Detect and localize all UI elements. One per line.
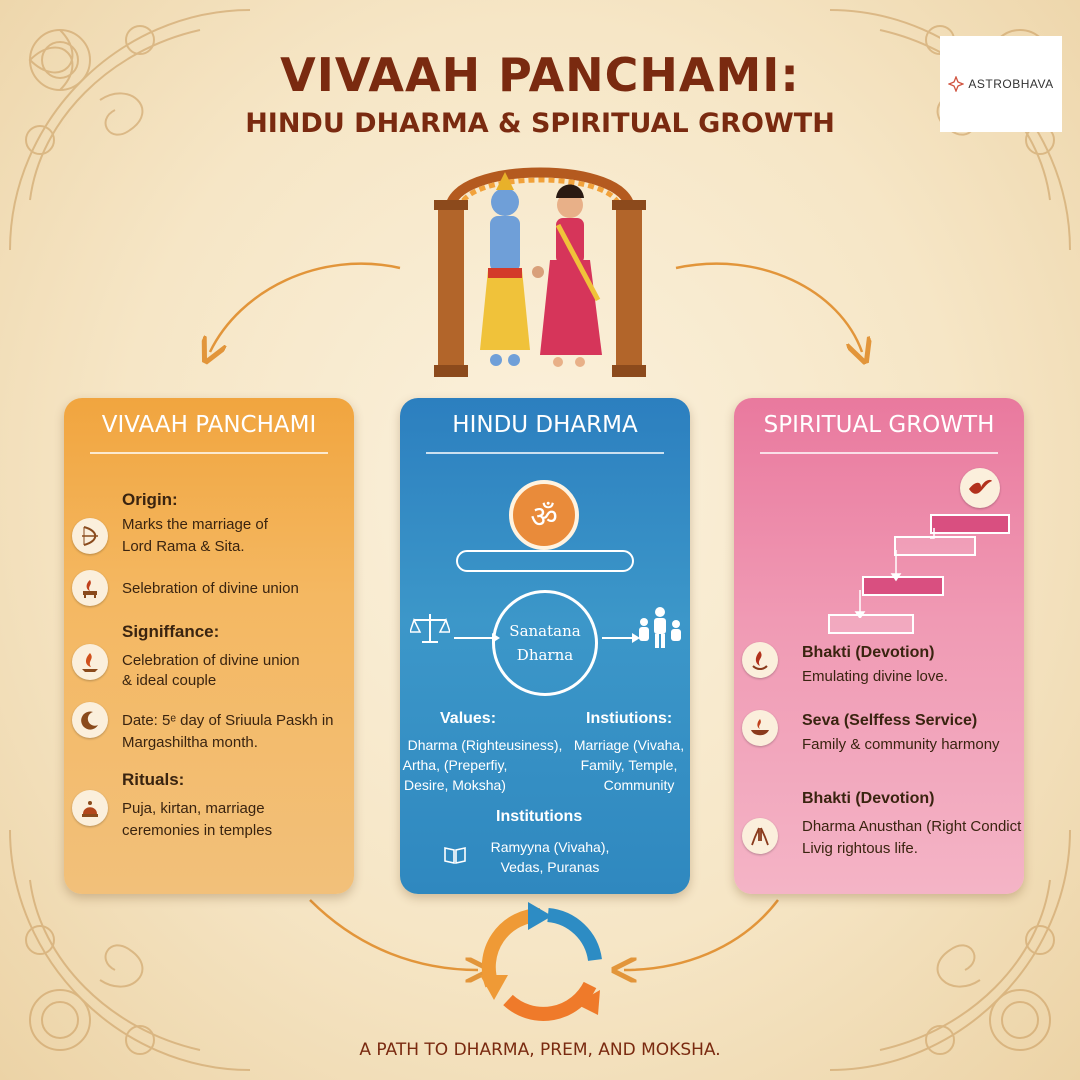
book-icon — [444, 847, 466, 864]
texts-line1: Ramyyna (Vivaha), — [490, 839, 610, 855]
celebration-text: Selebration of divine union — [122, 580, 299, 597]
panel-vivaah-panchami: VIVAAH PANCHAMI Origin: Marks the marria… — [64, 398, 354, 894]
values-line3: Desire, Moksha) — [404, 777, 506, 793]
panel-divider — [760, 452, 998, 454]
rama-sita-temple-illustration — [434, 167, 646, 377]
bhakti2-text-line2: Livig rightous life. — [802, 840, 918, 857]
arrow-top-right — [675, 262, 862, 352]
values-line2: Artha, (Preperfiy, — [402, 757, 508, 773]
bhakti2-text-line1: Dharma Anusthan (Right Condict — [802, 818, 1022, 835]
fire-altar-icon — [72, 570, 108, 606]
brand-logo[interactable]: ASTROBHAVA — [940, 36, 1062, 132]
sanatana-label: Sanatana — [509, 622, 581, 640]
arrow-top-left — [210, 262, 401, 352]
arrow-bottom-left — [309, 899, 478, 970]
corner-ornament-bottom-right — [829, 829, 1071, 1071]
rituals-text-line2: ceremonies in temples — [122, 822, 273, 839]
institutions-heading: Instiutions: — [586, 710, 673, 727]
significance-text-line1: Celebration of divine union — [122, 652, 300, 669]
bhakti-heading-2: Bhakti (Devotion) — [802, 790, 935, 807]
crescent-moon-icon — [72, 702, 108, 738]
panel-title-vivaah: VIVAAH PANCHAMI — [101, 412, 317, 438]
family-icon — [639, 607, 681, 648]
temple-bell-icon — [72, 790, 108, 826]
panel-hindu-dharma: HINDU DHARMA ॐ Sanatana Dharna Values: D… — [400, 398, 690, 894]
bhakti-heading: Bhakti (Devotion) — [802, 644, 935, 661]
corner-ornament-bottom-left — [9, 829, 251, 1071]
dharma-banner-outline — [456, 550, 634, 572]
significance-heading: Signiffance: — [122, 622, 220, 641]
bow-arrow-icon — [72, 518, 108, 554]
corner-ornament-top-left — [9, 9, 251, 251]
brand-logo-text: ASTROBHAVA — [968, 77, 1054, 91]
om-symbol-icon: ॐ — [509, 480, 579, 550]
texts-line2: Vedas, Puranas — [500, 859, 600, 875]
significance-text-line2: & ideal couple — [122, 672, 217, 689]
institutions-line3: Community — [603, 777, 675, 793]
growth-step-3 — [894, 536, 976, 556]
scales-icon — [410, 614, 450, 643]
date-text-line2: Margashiltha month. — [122, 734, 258, 751]
panel-spiritual-growth: SPIRITUAL GROWTH Bhakti (Devotion) Emula… — [734, 398, 1024, 894]
sanatana-dharma-circle: Sanatana Dharna — [492, 590, 598, 696]
date-text-line1: Date: 5ᵉ day of Sriuula Paskh in — [122, 712, 334, 729]
dharma-label: Dharna — [516, 646, 574, 664]
origin-heading: Origin: — [122, 490, 178, 509]
values-heading: Values: — [440, 710, 497, 727]
rituals-heading: Rituals: — [122, 770, 185, 789]
sacred-fire-icon — [72, 644, 108, 680]
values-line1: Dharma (Righteusiness), — [407, 737, 563, 753]
origin-text-line1: Marks the marriage of — [122, 516, 268, 533]
arrow-bottom-right — [624, 899, 779, 970]
rituals-text-line1: Puja, kirtan, marriage — [122, 800, 265, 817]
bird-icon — [960, 468, 1000, 508]
praying-hands-icon — [742, 818, 778, 854]
panel-title-dharma: HINDU DHARMA — [452, 412, 638, 438]
cycle-arrows-icon — [480, 902, 602, 1021]
seva-text: Family & community harmony — [802, 736, 1000, 753]
page-subtitle: HINDU DHARMA & SPIRITUAL GROWTH — [245, 108, 835, 139]
stairs-arrows — [854, 528, 935, 618]
footer-tagline: A PATH TO DHARMA, PREM, AND MOKSHA. — [359, 1040, 721, 1060]
institutions-line1: Marriage (Vivaha, — [573, 737, 685, 753]
panel-divider — [90, 452, 328, 454]
page-title: VIVAAH PANCHAMI: — [280, 48, 800, 102]
bhakti-text: Emulating divine love. — [802, 668, 948, 685]
star-logo-icon — [948, 76, 965, 92]
institutions-line2: Family, Temple, — [580, 757, 678, 773]
seva-heading: Seva (Selffess Service) — [802, 712, 978, 729]
growth-step-1 — [828, 614, 914, 634]
panel-divider — [426, 452, 664, 454]
growth-step-2 — [862, 576, 944, 596]
institutions-heading-2: Institutions — [496, 808, 583, 825]
growth-step-4 — [930, 514, 1010, 534]
origin-text-line2: Lord Rama & Sita. — [122, 538, 245, 555]
panel-title-growth: SPIRITUAL GROWTH — [763, 412, 995, 438]
flame-icon — [742, 642, 778, 678]
diya-lamp-icon — [742, 710, 778, 746]
